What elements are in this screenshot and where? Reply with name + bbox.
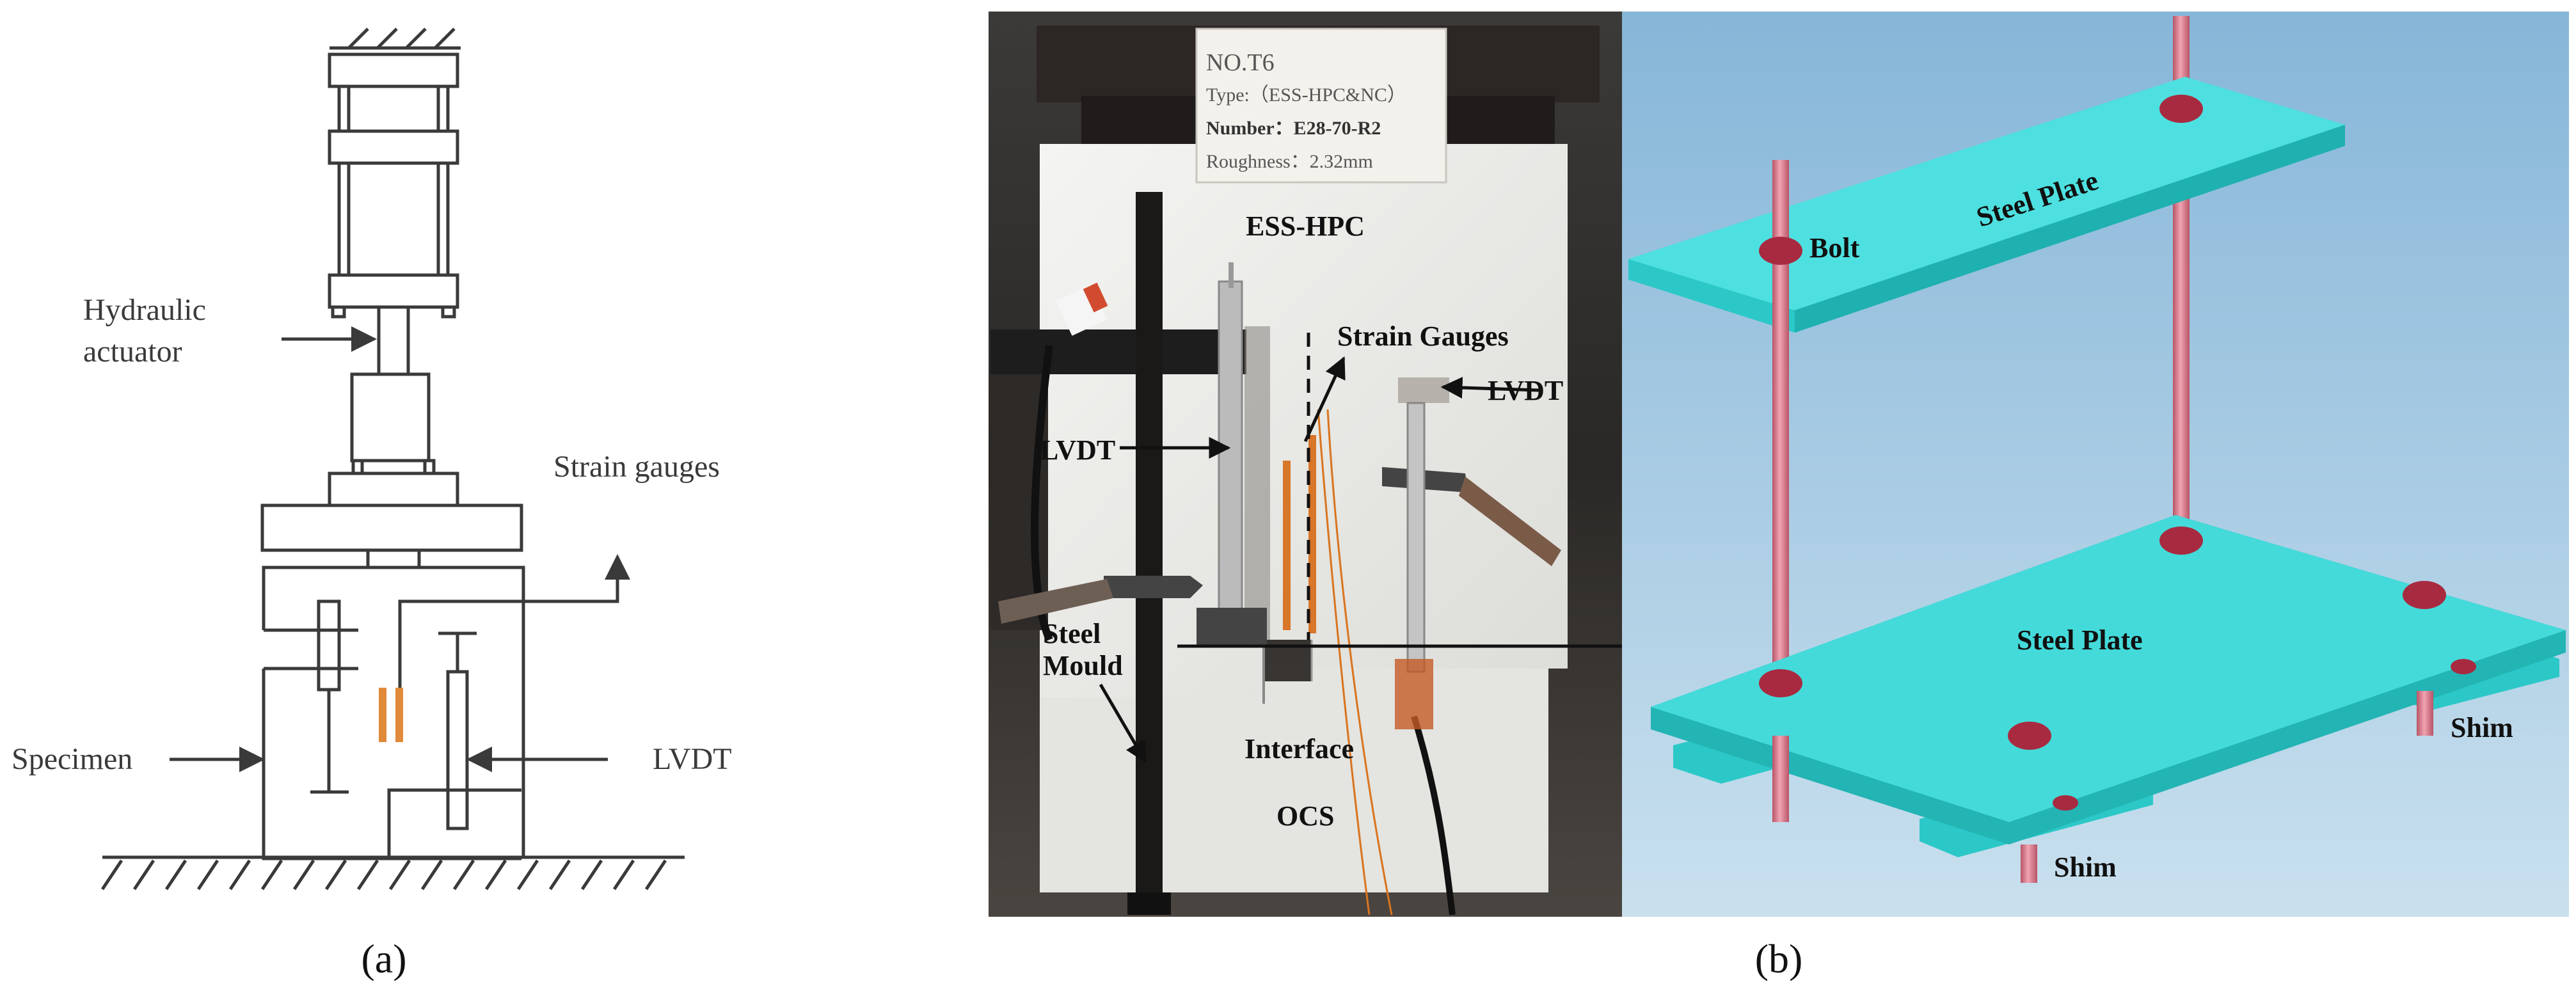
photo-label-ocs: OCS <box>1276 800 1334 832</box>
photo-arrow-lvdt-right <box>1440 377 1539 399</box>
caption-a: (a) <box>361 936 406 981</box>
photo-lvdt-left <box>1218 280 1243 628</box>
photo-ess-hpc-block <box>1040 144 1568 697</box>
render-bottom-plate <box>1651 515 2566 822</box>
strain-gauge-leader <box>398 554 630 694</box>
label-hydraulic-line2: actuator <box>83 335 182 368</box>
render-label-bottom-plate: Steel Plate <box>2017 624 2143 656</box>
tag-line2: Type:（ESS-HPC&NC） <box>1206 84 1406 106</box>
tag-line1: NO.T6 <box>1206 49 1275 76</box>
render-nut-top-right <box>2159 95 2203 123</box>
render-label-shim-bottom: Shim <box>2054 851 2117 883</box>
caption-b: (b) <box>1755 936 1803 981</box>
actuator-top-block <box>328 52 459 88</box>
photo-label-steel-line1: Steel <box>1043 618 1101 649</box>
tag-line4: Roughness：2.32mm <box>1206 151 1373 172</box>
loading-plate <box>260 503 523 552</box>
photo-label-ess-hpc: ESS-HPC <box>1246 210 1365 242</box>
render-nut-front <box>2008 722 2051 750</box>
render-label-bolt: Bolt <box>1809 232 1860 264</box>
photo-threaded-rod <box>1136 192 1163 915</box>
strain-gauge-2 <box>395 688 403 742</box>
lvdt-right-body <box>446 670 469 830</box>
photo-steel-bar <box>990 329 1246 374</box>
panel-b-render: Bolt Steel Plate Steel Plate Shim Shim <box>1622 12 2569 917</box>
photo-arrow-strain <box>1303 356 1346 443</box>
render-nut-top-left <box>1759 237 1802 265</box>
label-hydraulic-line1: Hydraulic <box>83 293 206 327</box>
actuator-middle-block <box>328 129 459 165</box>
ground-hatching <box>100 859 667 891</box>
specimen-lower-block <box>262 669 521 860</box>
render-nut-right <box>2403 581 2446 609</box>
photo-label-lvdt-left: LVDT <box>1040 434 1115 466</box>
render-label-shim-right: Shim <box>2451 712 2513 743</box>
photo-strain-gauge-2 <box>1283 461 1291 630</box>
label-strain-gauges: Strain gauges <box>553 450 720 484</box>
label-specimen: Specimen <box>12 742 132 776</box>
photo-lvdt-right <box>1406 402 1426 673</box>
panel-a-schematic <box>100 28 685 891</box>
photo-label-steel-line2: Mould <box>1043 650 1123 681</box>
render-nut-front-left <box>1759 669 1802 697</box>
photo-label-lvdt-right: LVDT <box>1488 375 1563 406</box>
render-nut-back <box>2159 527 2203 555</box>
actuator-lower-block <box>328 273 459 309</box>
strain-gauge-1 <box>379 688 386 742</box>
label-lvdt: LVDT <box>653 742 732 776</box>
render-top-plate <box>1628 77 2345 310</box>
load-cell <box>350 372 431 463</box>
photo-label-interface: Interface <box>1244 733 1354 764</box>
lvdt-left-body <box>317 599 341 692</box>
photo-specimen-tag <box>1195 28 1447 184</box>
load-head <box>328 471 459 507</box>
photo-lvdt-right-bracket <box>1398 377 1449 403</box>
photo-label-strain-gauges: Strain Gauges <box>1337 321 1509 352</box>
panel-b-photo: NO.T6 Type:（ESS-HPC&NC） Number：E28-70-R2… <box>989 12 1778 917</box>
tag-line3: Number：E28-70-R2 <box>1206 118 1381 139</box>
photo-strain-gauge-1 <box>1308 435 1316 633</box>
specimen-upper-block <box>262 566 525 859</box>
photo-arrow-steel-mould <box>1099 683 1147 763</box>
photo-ocs-block <box>1040 669 1548 892</box>
top-support-hatching <box>347 28 456 49</box>
